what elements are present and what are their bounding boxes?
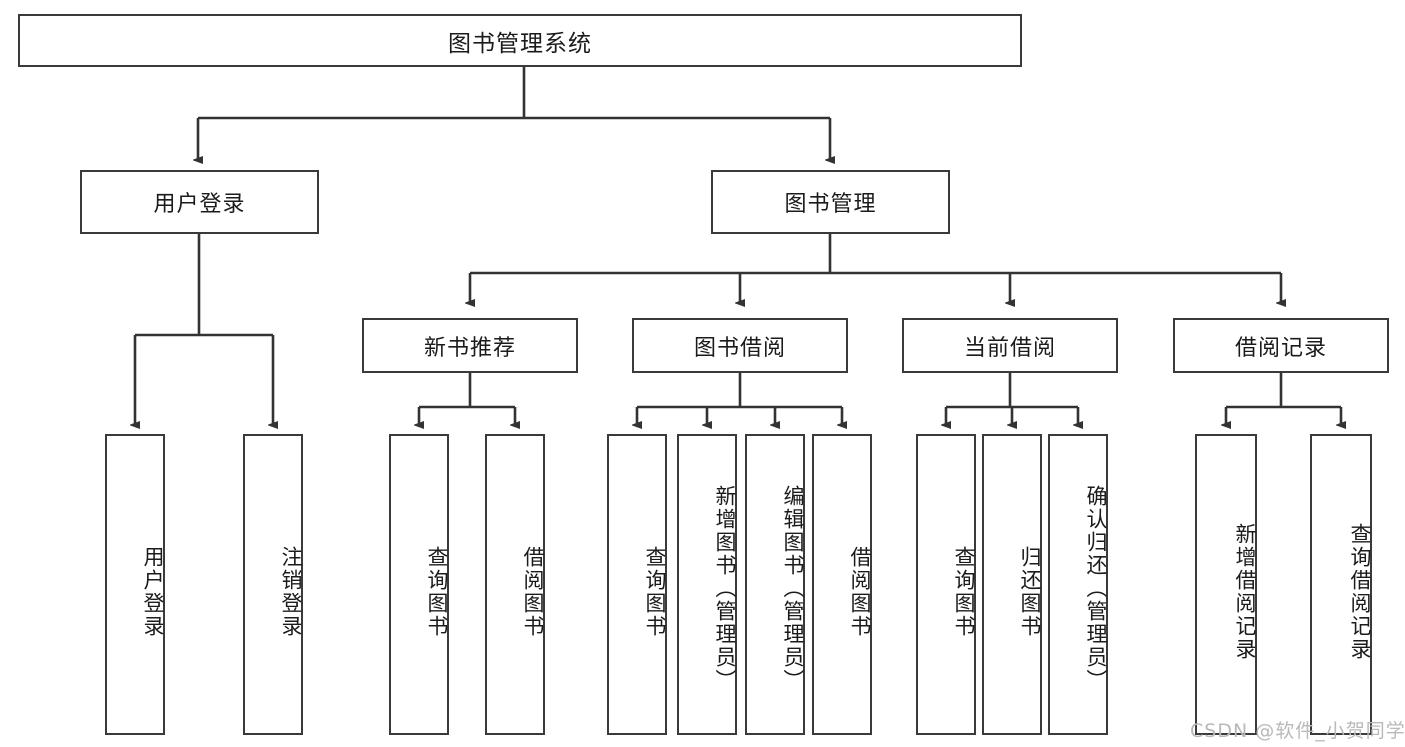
node-current-borrow[interactable]: 当前借阅 (902, 318, 1118, 373)
leaf-new-book-borrow[interactable]: 借阅图书 (485, 434, 545, 735)
leaf-record-add-borrow-record[interactable]: 新增借阅记录 (1195, 434, 1257, 735)
leaf-user-login-logout[interactable]: 注销登录 (243, 434, 303, 735)
leaf-borrow-edit-book-admin[interactable]: 编辑图书（管理员） (745, 434, 805, 735)
leaf-user-login-login[interactable]: 用户登录 (105, 434, 165, 735)
leaf-borrow-query-book[interactable]: 查询图书 (607, 434, 667, 735)
node-user-login[interactable]: 用户登录 (80, 170, 319, 234)
leaf-borrow-add-book-admin[interactable]: 新增图书（管理员） (677, 434, 737, 735)
leaf-new-book-query[interactable]: 查询图书 (389, 434, 449, 735)
leaf-current-confirm-return-admin[interactable]: 确认归还（管理员） (1048, 434, 1108, 735)
leaf-current-query-book[interactable]: 查询图书 (916, 434, 976, 735)
node-root-system[interactable]: 图书管理系统 (18, 14, 1022, 67)
node-book-management[interactable]: 图书管理 (711, 170, 950, 234)
node-new-book-recommend[interactable]: 新书推荐 (362, 318, 578, 373)
leaf-current-return-book[interactable]: 归还图书 (982, 434, 1042, 735)
leaf-record-query-borrow-record[interactable]: 查询借阅记录 (1310, 434, 1372, 735)
watermark-text: CSDN @软件_小贺同学 (1190, 720, 1405, 742)
leaf-borrow-borrow-book[interactable]: 借阅图书 (812, 434, 872, 735)
node-book-borrow[interactable]: 图书借阅 (632, 318, 848, 373)
node-borrow-record[interactable]: 借阅记录 (1173, 318, 1389, 373)
